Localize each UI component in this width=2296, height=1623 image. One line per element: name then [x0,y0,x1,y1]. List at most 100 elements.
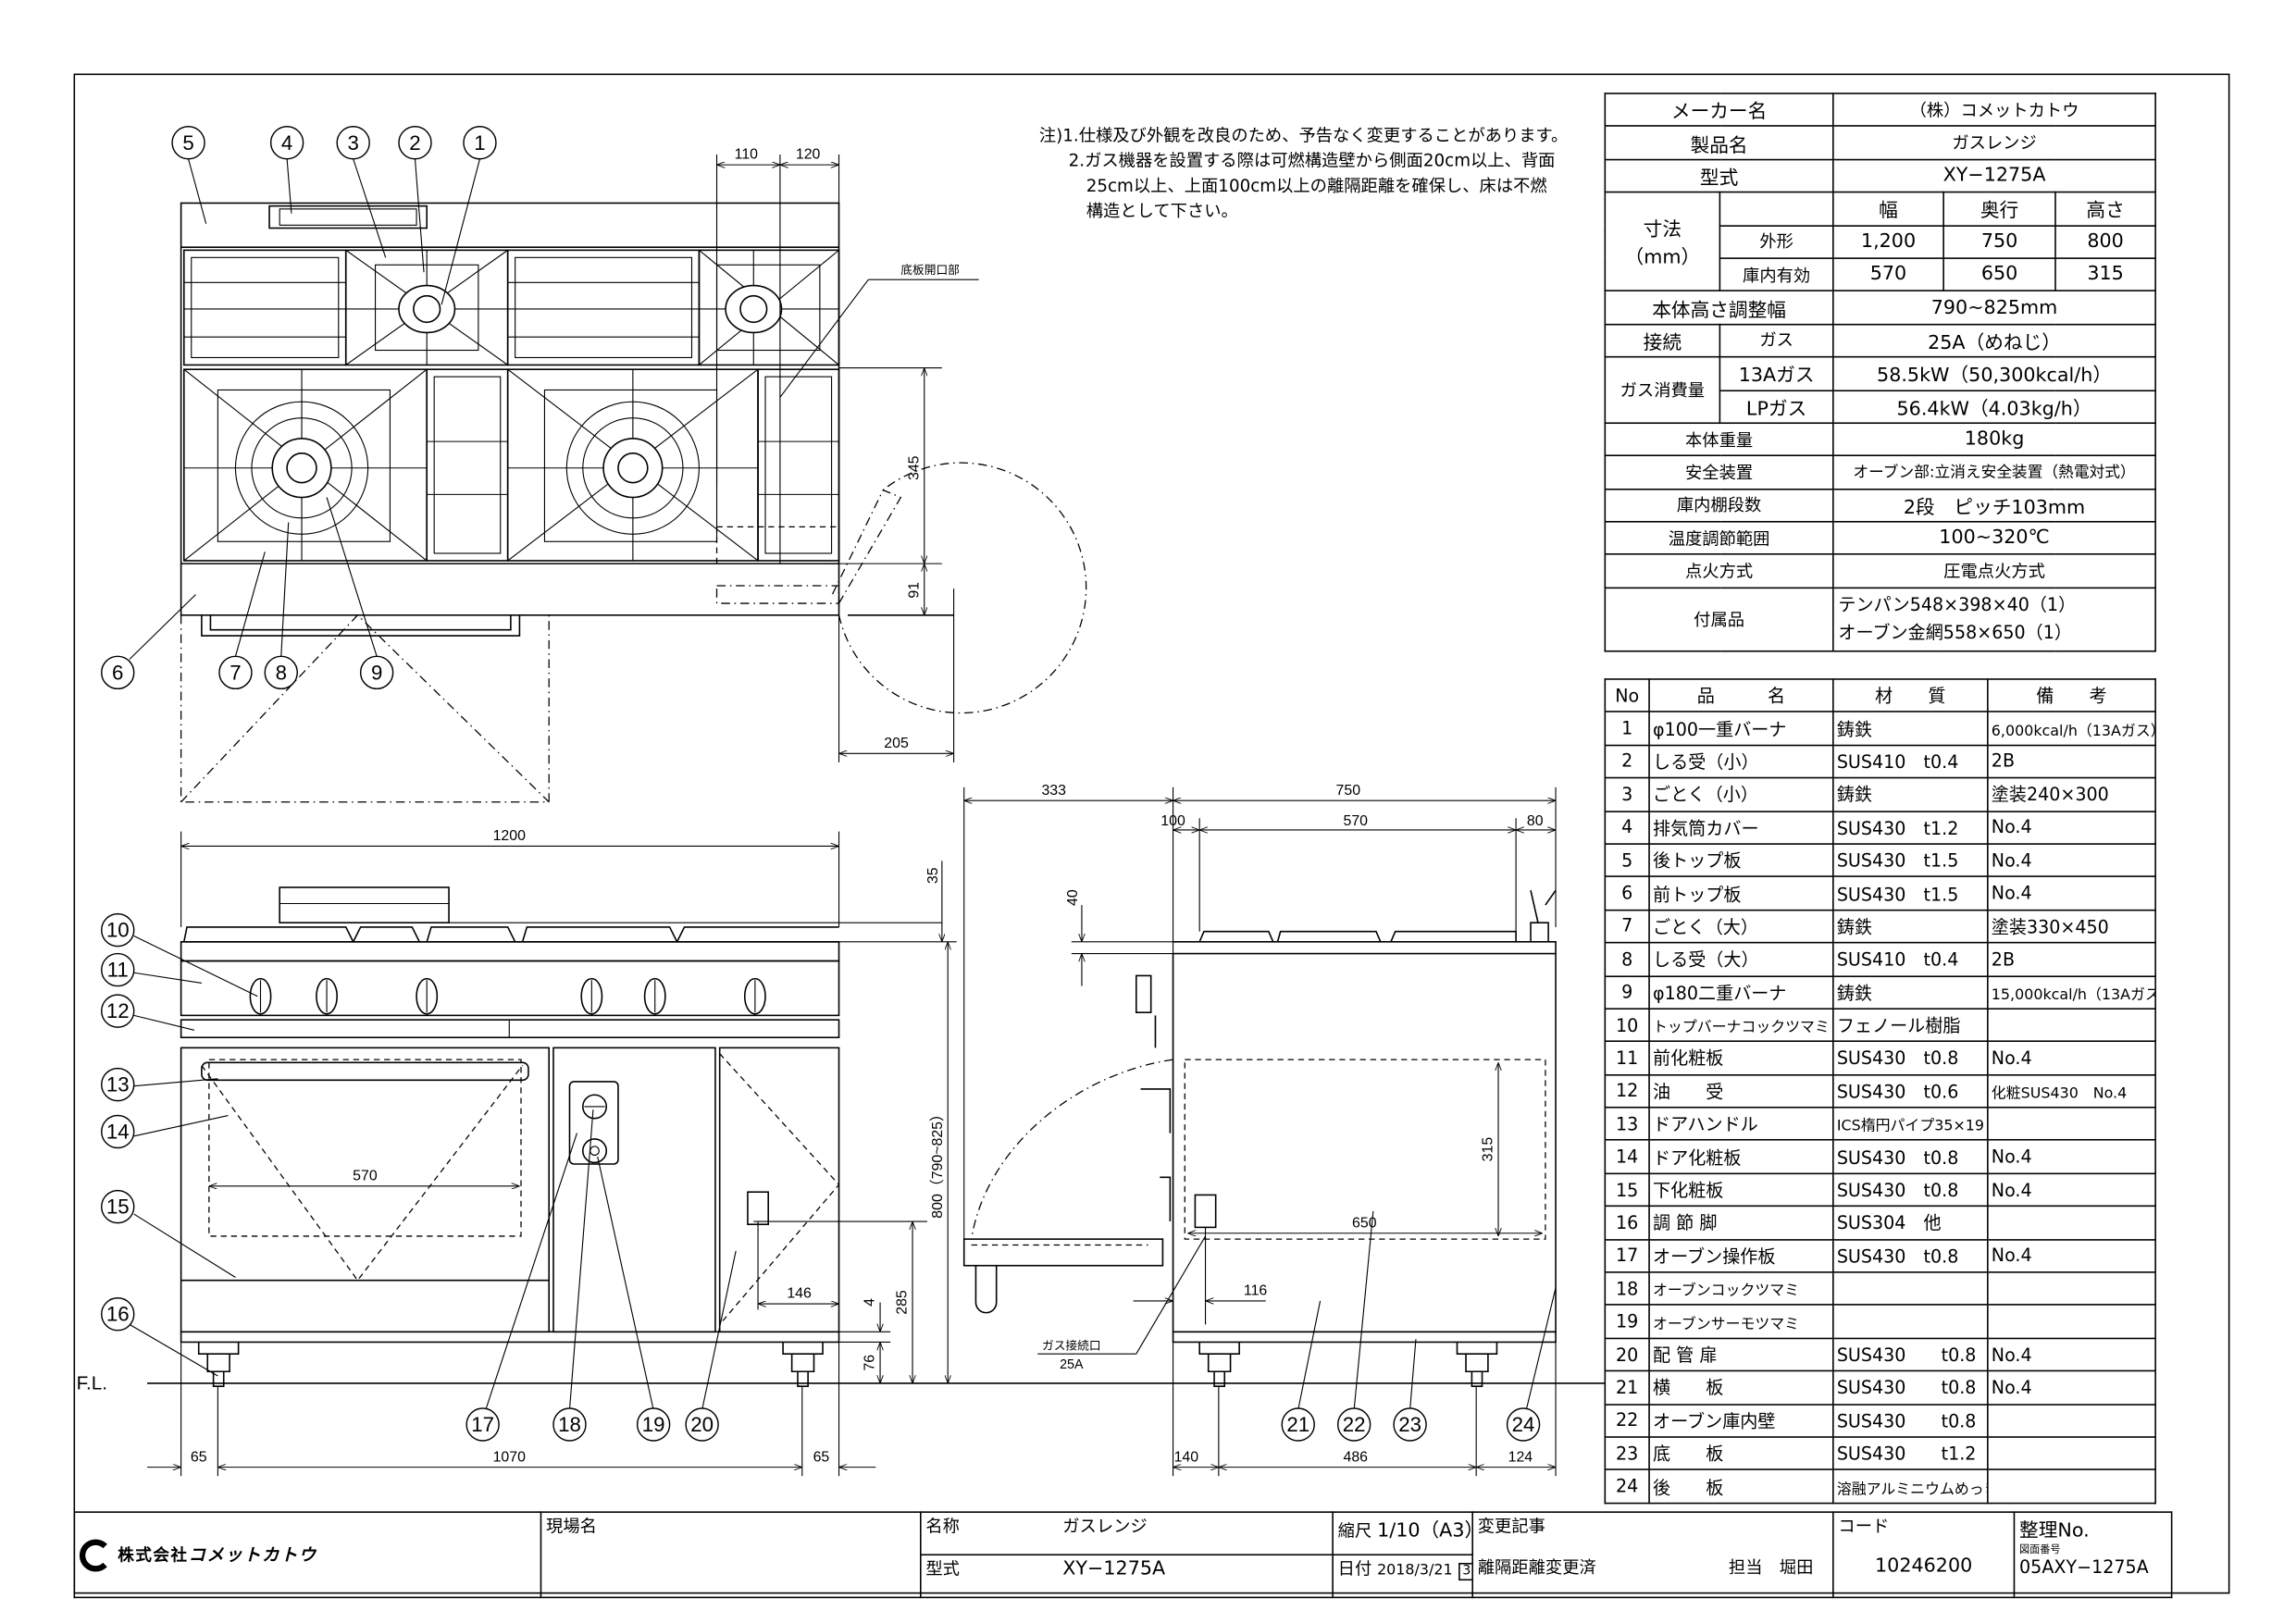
note-1: 1.仕様及び外観を改良のため、予告なく変更することがあります。 [1062,125,1569,146]
dim-35: 35 [925,867,941,884]
part-remarks [1987,1271,2156,1307]
top-burner-knobs [249,977,766,1015]
weight-value: 180kg [1832,422,2157,457]
part-name: 排気筒カバー [1648,810,1834,845]
inner-label: 庫内有効 [1719,257,1834,292]
temp-label: 温度調節範囲 [1604,521,1834,556]
part-no: 2 [1604,744,1650,779]
part-remarks: 6,000kcal/h（13Aガス） [1987,711,2156,746]
connection-gas-value: 25A（めねじ） [1832,323,2157,358]
part-name: 横 板 [1648,1369,1834,1406]
person-value: 担当 堀田 [1728,1556,1814,1578]
gas-inlet-label: ガス接続口 [1042,1338,1101,1352]
part-name: 下化粧板 [1648,1172,1834,1208]
svg-text:12: 12 [106,999,130,1022]
dim-80: 80 [1527,813,1544,829]
part-remarks [1987,1304,2156,1339]
model-value-title: XY−1275A [1062,1558,1166,1581]
balloon-18: 18 [552,1407,587,1442]
balloon-13: 13 [101,1067,135,1102]
part-row: 24後 板溶融アルミニウムめっき鋼板 t1.0 [1604,1468,2156,1505]
part-no: 24 [1604,1468,1650,1505]
maker-value: （株）コメットカトウ [1832,93,2157,128]
dim-285: 285 [895,1290,911,1315]
part-no: 7 [1604,909,1650,944]
balloon-24: 24 [1506,1407,1541,1442]
balloon-22: 22 [1336,1407,1371,1442]
part-material: 鋳鉄 [1832,711,1989,746]
balloon-9: 9 [359,655,394,690]
note-2-line-3: 構造として下さい。 [1086,200,1238,221]
part-name: 前トップ板 [1648,875,1834,911]
balloon-23: 23 [1393,1407,1427,1442]
safety-label: 安全装置 [1604,454,1834,490]
shelves-value: 2段 ピッチ103mm [1832,488,2157,523]
dim-4: 4 [863,1298,878,1307]
balloon-10: 10 [101,912,135,948]
part-name: しる受（大） [1648,942,1834,977]
part-no: 21 [1604,1369,1650,1406]
balloon-15: 15 [101,1189,135,1224]
dim-486: 486 [1344,1449,1369,1465]
outer-label: 外形 [1719,224,1834,259]
part-no: 19 [1604,1304,1650,1339]
part-remarks: 塗装330×450 [1987,909,2156,944]
dim-345: 345 [906,455,922,480]
part-remarks [1987,1468,2156,1505]
company-logo: 株式会社コメットカトウ [73,1511,542,1599]
part-name: トップバーナコックツマミ [1648,1008,1834,1043]
part-remarks: No.4 [1987,1369,2156,1406]
part-remarks: No.4 [1987,875,2156,911]
part-name: φ100一重バーナ [1648,711,1834,746]
part-no: 14 [1604,1139,1650,1174]
svg-text:21: 21 [1286,1413,1309,1436]
part-no: 6 [1604,875,1650,911]
gas-13a-label: 13Aガス [1719,356,1834,391]
exhaust-cover-front [279,886,450,923]
balloon-21: 21 [1281,1407,1315,1442]
note-2-line-2: 25cm以上、上面100cm以上の離隔距離を確保し、床は不燃 [1086,175,1547,196]
inner-width: 570 [1832,257,1944,292]
balloon-17: 17 [465,1407,500,1442]
col-height: 高さ [2054,192,2157,227]
balloon-5: 5 [171,126,205,160]
floor-line-label: F.L. [77,1372,107,1394]
dim-116: 116 [1244,1283,1267,1299]
col-width: 幅 [1832,192,1944,227]
top-view: 110 120 345 91 205 底板開口部 [180,147,1087,803]
part-name: 調 節 脚 [1648,1205,1834,1241]
part-material: 溶融アルミニウムめっき鋼板 t1.0 [1832,1468,1989,1505]
part-material: SUS304 他 [1832,1205,1989,1241]
part-name: オーブンコックツマミ [1648,1271,1834,1307]
part-material: SUS430 t0.8 [1832,1238,1989,1273]
balloon-8: 8 [264,655,298,690]
change-cell: 変更記事離隔距離変更済担当 堀田 [1471,1511,1834,1599]
part-material: 鋳鉄 [1832,974,1989,1010]
outer-height: 800 [2054,224,2157,259]
leader-lines [129,158,1557,1410]
side-view: 333 750 100 570 80 40 315 650 116 ガス接続口 … [962,783,1557,1477]
accessory-value: テンパン548×398×40（1）オーブン金網558×650（1） [1832,587,2157,652]
svg-text:16: 16 [106,1303,130,1326]
svg-text:24: 24 [1512,1413,1535,1436]
part-material: SUS430 t0.6 [1832,1073,1989,1109]
part-material: SUS430 t0.8 [1832,1172,1989,1208]
balloon-11: 11 [101,952,135,987]
part-no: 8 [1604,942,1650,977]
part-remarks [1987,1403,2156,1438]
part-name: 後トップ板 [1648,843,1834,878]
svg-text:15: 15 [106,1196,130,1219]
date-cell: 日付 2018/3/21 3 [1332,1554,1473,1599]
part-no: 12 [1604,1073,1650,1109]
connection-gas-label: ガス [1719,323,1834,358]
ignition-label: 点火方式 [1604,553,1834,588]
notes: 注)1.仕様及び外観を改良のため、予告なく変更することがあります。 2.ガス機器… [1039,124,1568,224]
model-value: XY−1275A [1832,158,2157,193]
height-adj-label: 本体高さ調整幅 [1604,290,1834,326]
svg-text:22: 22 [1343,1413,1366,1436]
dim-100: 100 [1160,813,1185,829]
weight-label: 本体重量 [1604,422,1834,457]
